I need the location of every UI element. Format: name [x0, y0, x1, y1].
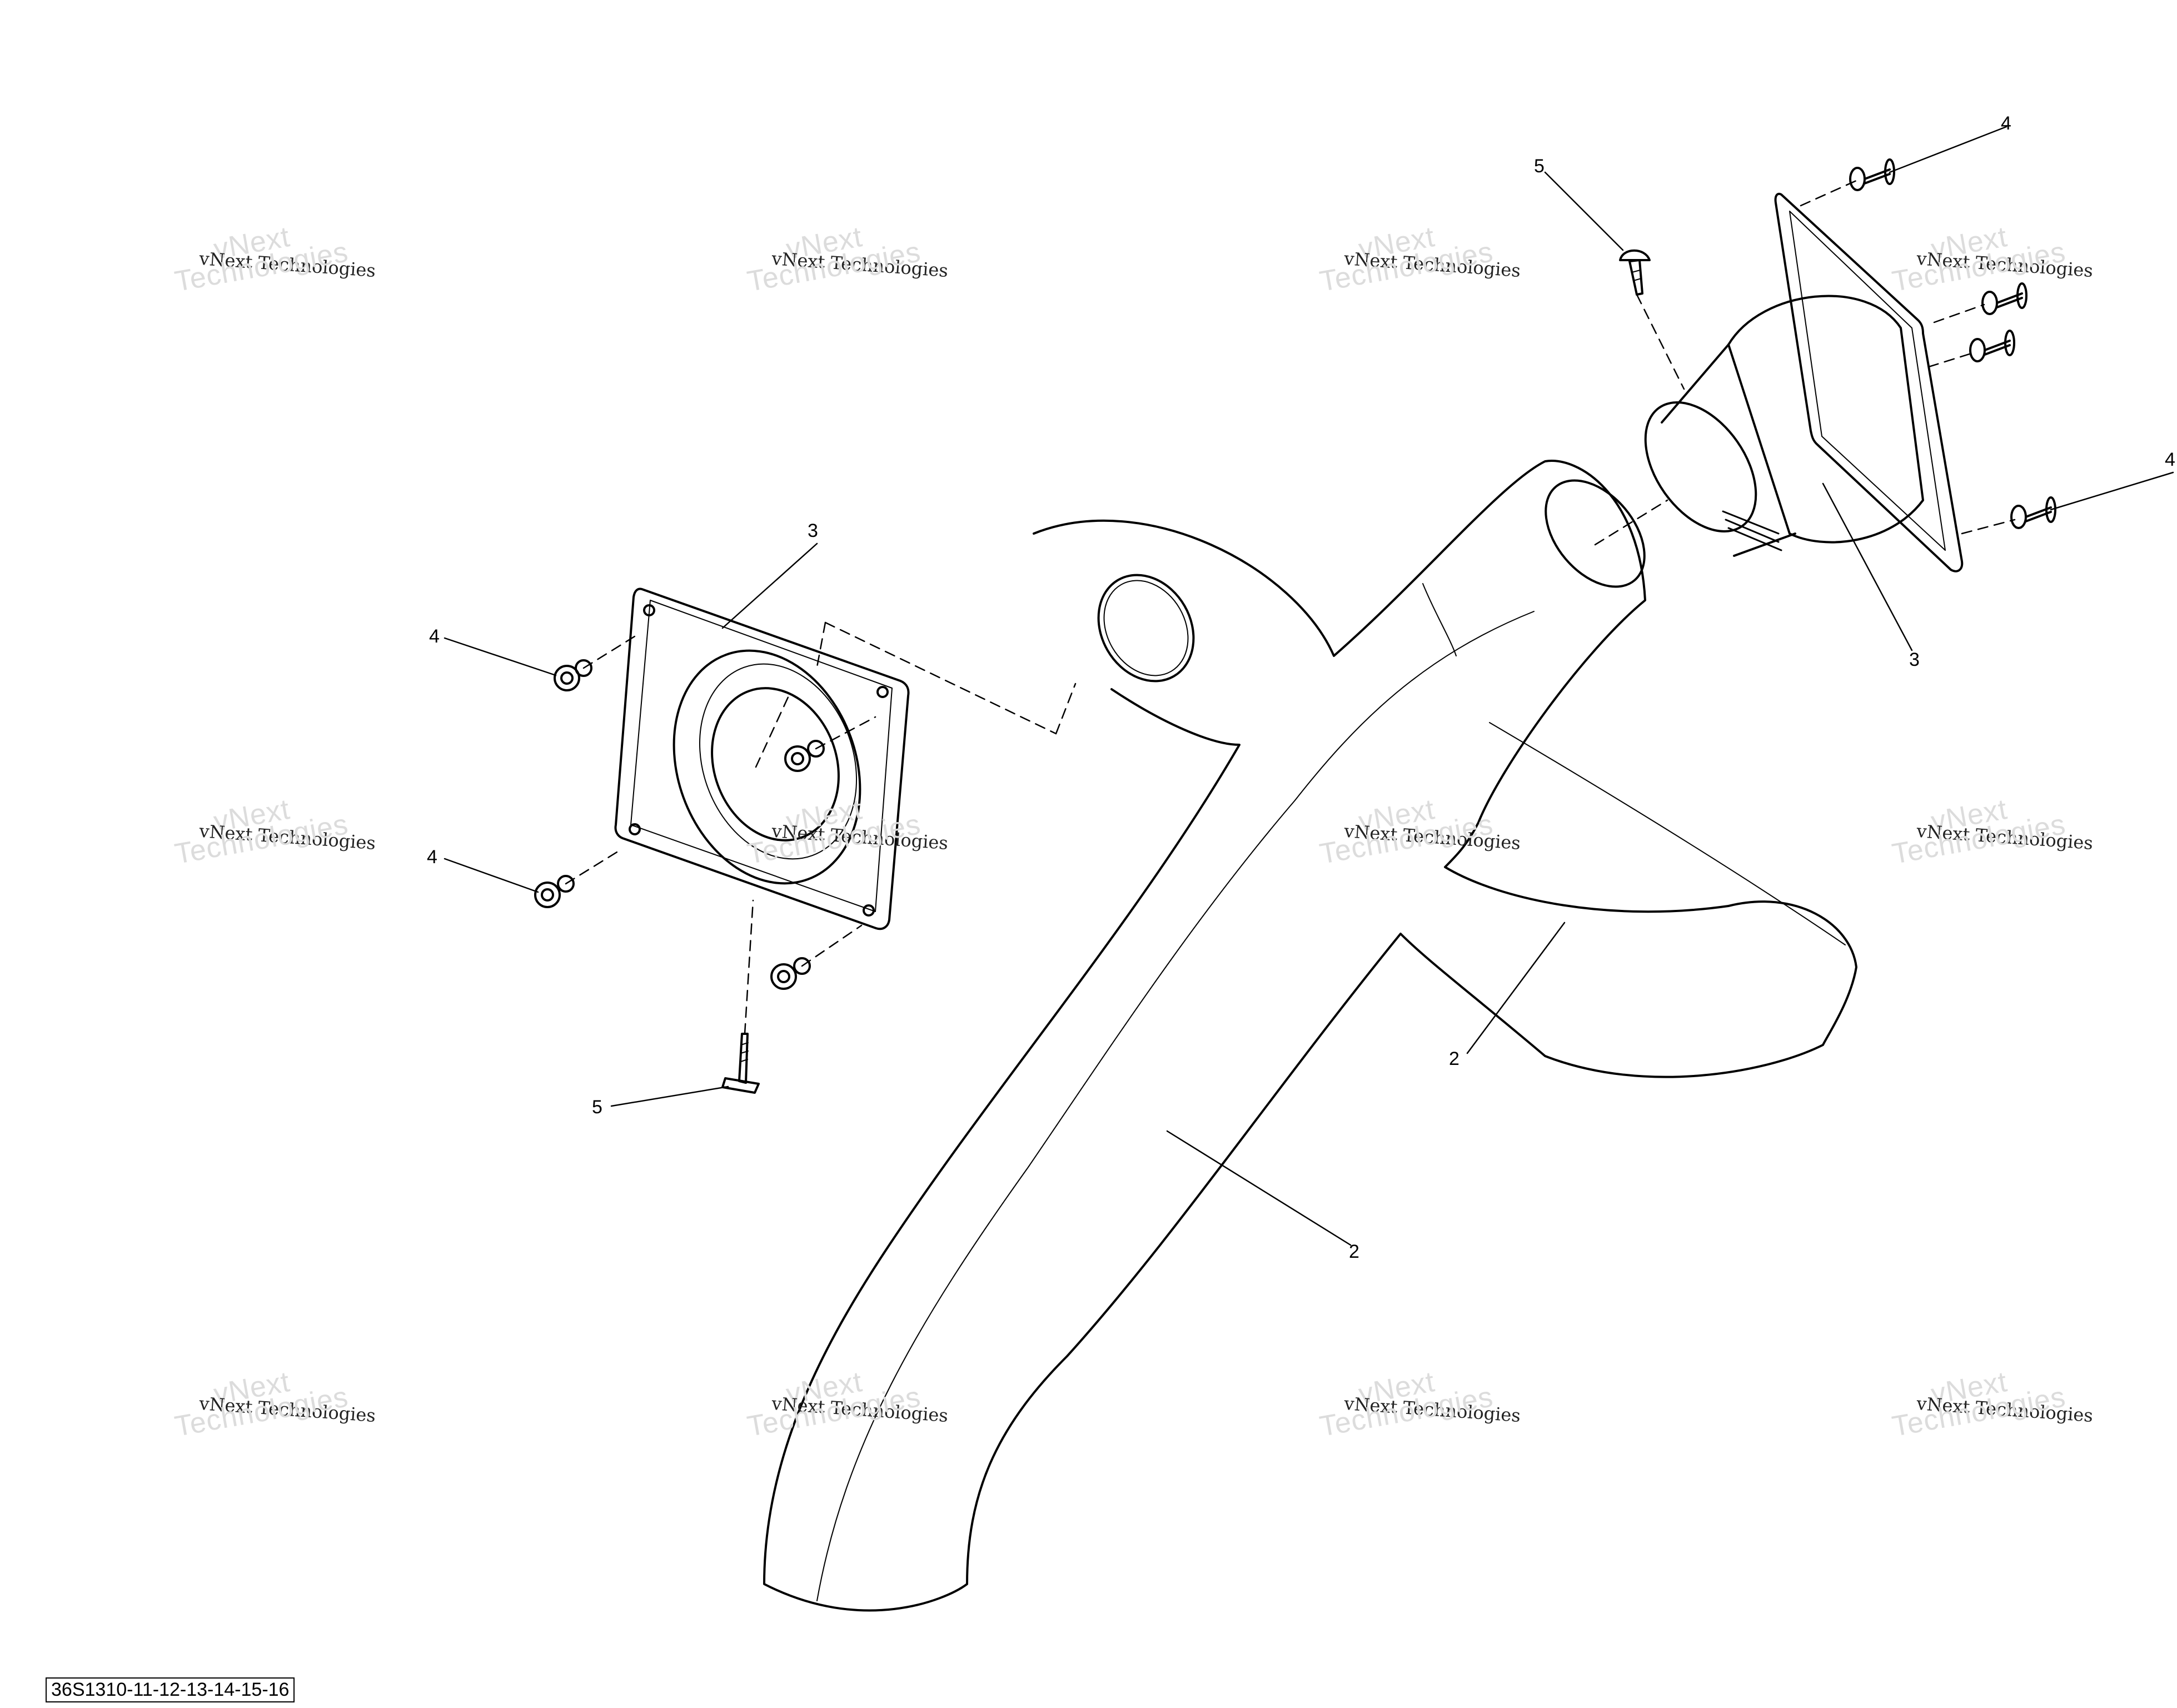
callout-4-right-top: 4 [2001, 113, 2011, 134]
fastener-screws [721, 249, 1651, 1094]
callout-4-left-top: 4 [429, 626, 440, 647]
duct-right-opening [1545, 479, 1646, 588]
left-adapter-flange [614, 587, 910, 930]
duct-main-tube [763, 460, 1857, 1612]
callout-2-lower: 2 [1349, 1241, 1359, 1262]
callout-3-right: 3 [1909, 649, 1920, 670]
callout-4-right-partial: 4 [2165, 449, 2175, 470]
duct-left-opening [1097, 574, 1195, 683]
fastener-rivets [534, 158, 2056, 990]
callout-leader-lines [444, 126, 2174, 1246]
right-adapter-funnel [1644, 192, 1964, 572]
callout-2-upper: 2 [1449, 1048, 1459, 1069]
assembly-dashed-lines [565, 180, 2016, 1035]
callout-5-right: 5 [1534, 156, 1545, 177]
diagram-code-label: 36S1310-11-12-13-14-15-16 [46, 1677, 295, 1703]
callout-3-left: 3 [808, 520, 818, 541]
callout-5-left: 5 [592, 1097, 602, 1118]
callout-4-left-bottom: 4 [427, 846, 437, 868]
